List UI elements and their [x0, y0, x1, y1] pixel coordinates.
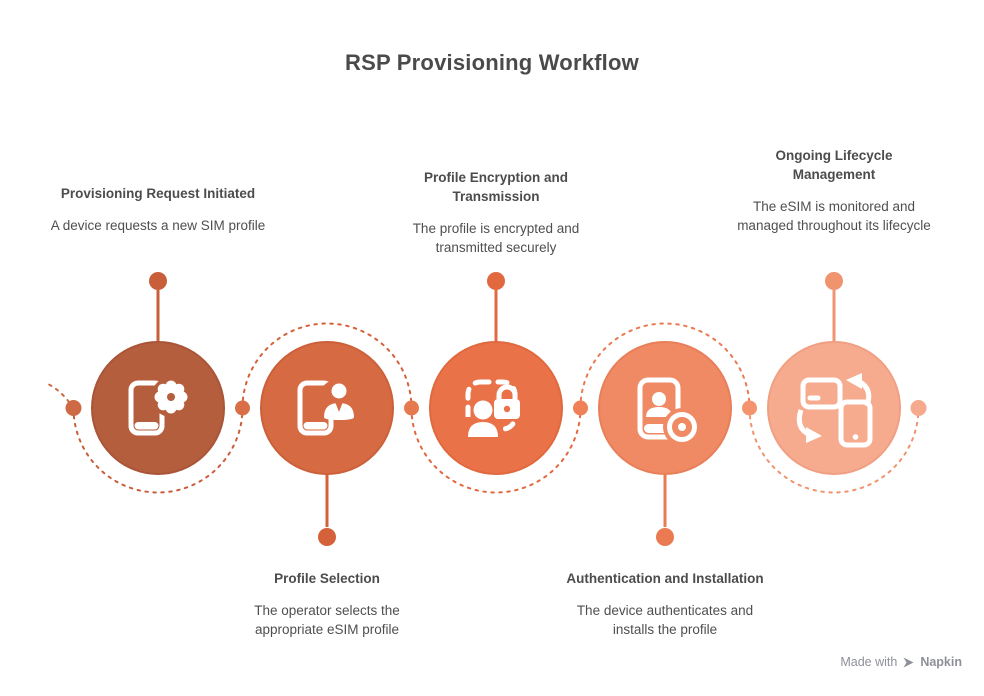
step-5-description: The eSIM is monitored and managed throug… [737, 199, 931, 233]
person-lock-icon [463, 379, 520, 442]
watermark: Made with Napkin [840, 655, 962, 669]
connector-dot [910, 400, 927, 416]
step-2-title: Profile Selection [274, 571, 380, 586]
connector-tail-left [45, 382, 70, 403]
connector-arc [410, 407, 582, 494]
napkin-logo-icon [903, 657, 914, 667]
step-3-text-block: Profile Encryption and Transmission The … [386, 168, 606, 257]
connector-dot [65, 400, 82, 416]
stem-dot [825, 272, 843, 290]
step-3-title: Profile Encryption and Transmission [423, 170, 569, 204]
connector-dot [573, 400, 588, 416]
phone-verify-icon [637, 377, 701, 446]
connector-arc [579, 322, 751, 409]
watermark-brand: Napkin [920, 655, 962, 669]
step-2-text-block: Profile Selection The operator selects t… [227, 569, 427, 639]
connector-arc [748, 407, 920, 494]
connector-dot [235, 400, 250, 416]
step-3-description: The profile is encrypted and transmitted… [412, 221, 580, 255]
step-5-text-block: Ongoing Lifecycle Management The eSIM is… [730, 146, 938, 235]
step-1-description: A device requests a new SIM profile [50, 218, 266, 233]
phone-gear-icon [128, 377, 191, 436]
connector-dot [742, 400, 757, 416]
connector-arc [241, 322, 413, 409]
step-5-title: Ongoing Lifecycle Management [775, 148, 893, 182]
stem-dot [656, 528, 674, 546]
stem-dot [149, 272, 167, 290]
step-1-text-block: Provisioning Request Initiated A device … [40, 184, 276, 235]
step-2-description: The operator selects the appropriate eSI… [254, 603, 400, 637]
device-swap-icon [796, 373, 873, 448]
stem-dot [318, 528, 336, 546]
step-4-description: The device authenticates and installs th… [576, 603, 754, 637]
stem-dot [487, 272, 505, 290]
connector-dot [404, 400, 419, 416]
step-1-title: Provisioning Request Initiated [60, 186, 256, 201]
step-4-text-block: Authentication and Installation The devi… [543, 569, 787, 639]
page-title: RSP Provisioning Workflow [345, 50, 639, 75]
connector-arc [72, 407, 244, 494]
step-4-title: Authentication and Installation [566, 571, 764, 586]
phone-person-icon [297, 379, 360, 436]
watermark-prefix: Made with [840, 655, 898, 669]
